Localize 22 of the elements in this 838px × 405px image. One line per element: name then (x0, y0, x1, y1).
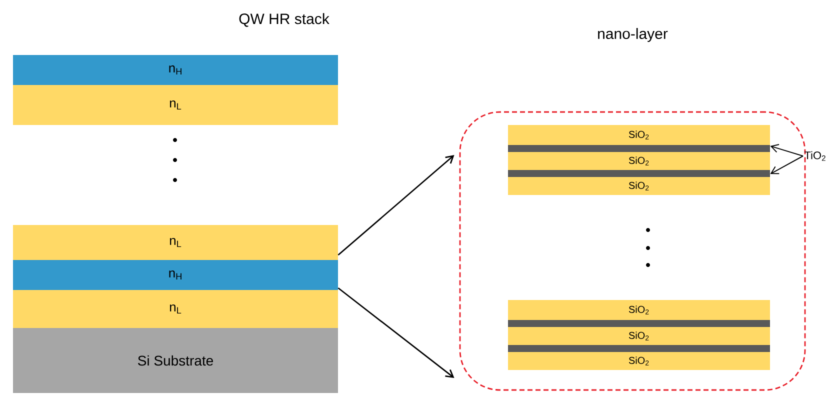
layer-band: SiO$_{2}$ (508, 352, 770, 370)
layer-band: SiO$_{2}$ (508, 177, 770, 195)
layer-band: n$_{H}$ (13, 260, 338, 290)
callout-text: TiO$_{2}$ (804, 151, 826, 161)
arrow (338, 155, 454, 256)
arrow (338, 287, 454, 378)
layer-band: SiO$_{2}$ (508, 300, 770, 320)
thin-film-bar (508, 320, 770, 327)
layer-band: n$_{H}$ (13, 55, 338, 85)
heading: QW HR stack (239, 13, 330, 27)
layer-band: SiO$_{2}$ (508, 125, 770, 145)
layer-band: n$_{L}$ (13, 290, 338, 328)
thin-film-bar (508, 145, 770, 152)
thin-film-bar (508, 345, 770, 352)
layer-band: n$_{L}$ (13, 225, 338, 260)
layer-band: SiO$_{2}$ (508, 327, 770, 345)
node-label: nano-layer (598, 28, 668, 42)
leader-line (770, 156, 804, 174)
layer-band: n$_{L}$ (13, 85, 338, 125)
substrate-band: Si Substrate (13, 328, 338, 393)
leader-line (770, 144, 804, 156)
layer-band: SiO$_{2}$ (508, 152, 770, 170)
